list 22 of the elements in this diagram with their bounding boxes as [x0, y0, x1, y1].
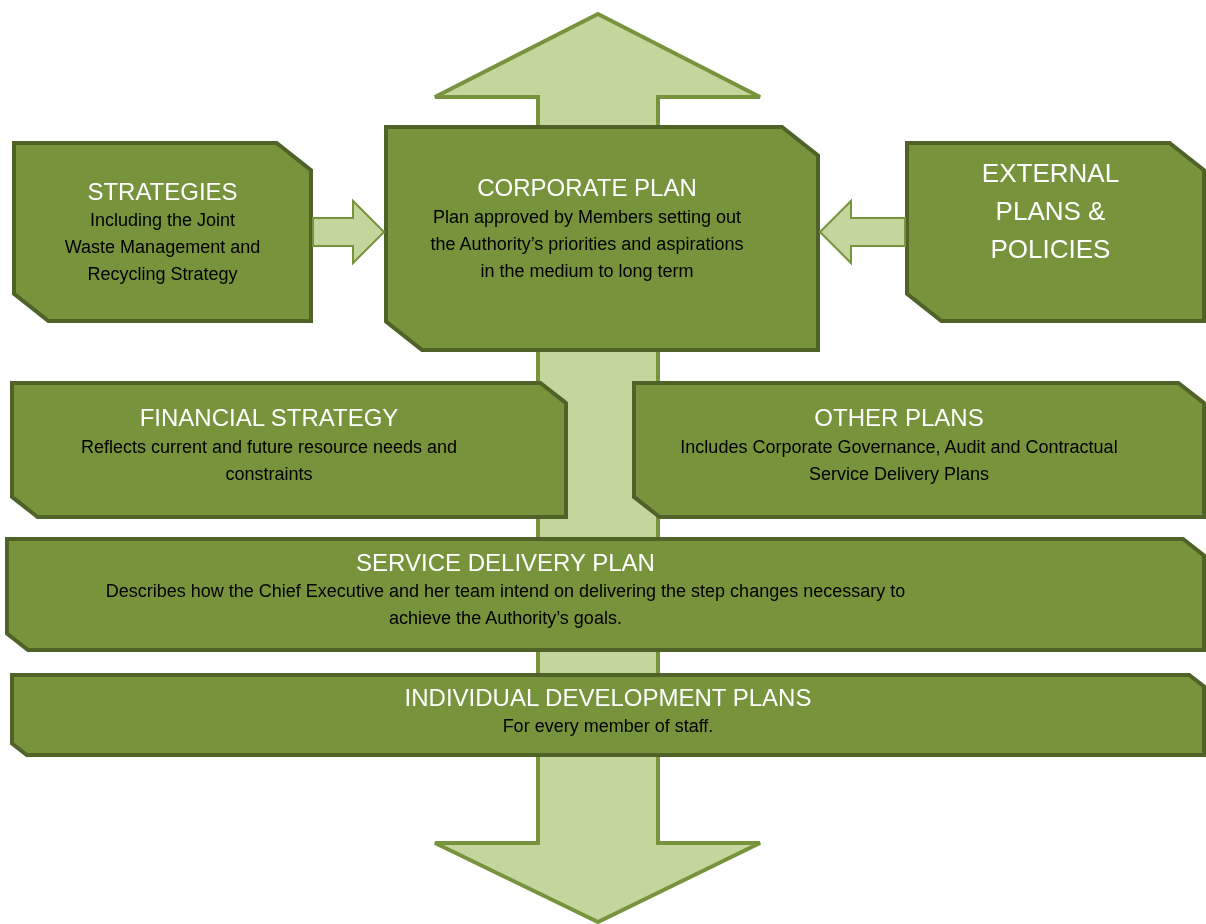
box-heading: INDIVIDUAL DEVELOPMENT PLANS — [404, 682, 812, 713]
block-arrow — [818, 198, 906, 266]
box-heading: FINANCIAL STRATEGY — [139, 403, 399, 434]
plan-box — [384, 125, 820, 352]
plan-box — [10, 381, 568, 519]
plan-box — [12, 141, 313, 323]
box-heading: STRATEGIES — [87, 176, 238, 207]
box-description: Plan approved by Members setting out the Authority’s priorities and aspirations in the medium to long term — [429, 205, 745, 283]
box-heading: CORPORATE PLAN — [477, 173, 697, 204]
plan-box — [905, 141, 1206, 323]
box-description: For every member of staff. — [502, 715, 714, 739]
box-description: Reflects current and future resource needs and constraints — [79, 435, 459, 486]
box-description: Includes Corporate Governance, Audit and Contractual Service Delivery Plans — [679, 435, 1119, 486]
box-description: Describes how the Chief Executive and her team intend on delivering the step changes necessary to achieve the Authority’s goals. — [104, 580, 907, 631]
plan-box — [5, 537, 1206, 652]
box-heading: OTHER PLANS — [814, 403, 984, 434]
plan-box — [632, 381, 1206, 519]
block-arrow — [312, 198, 386, 266]
box-heading: SERVICE DELIVERY PLAN — [356, 547, 655, 578]
box-description: Including the Joint Waste Management and Recycling Strategy — [63, 209, 262, 287]
box-heading: EXTERNAL PLANS & POLICIES — [980, 157, 1121, 266]
plan-box — [10, 673, 1206, 757]
